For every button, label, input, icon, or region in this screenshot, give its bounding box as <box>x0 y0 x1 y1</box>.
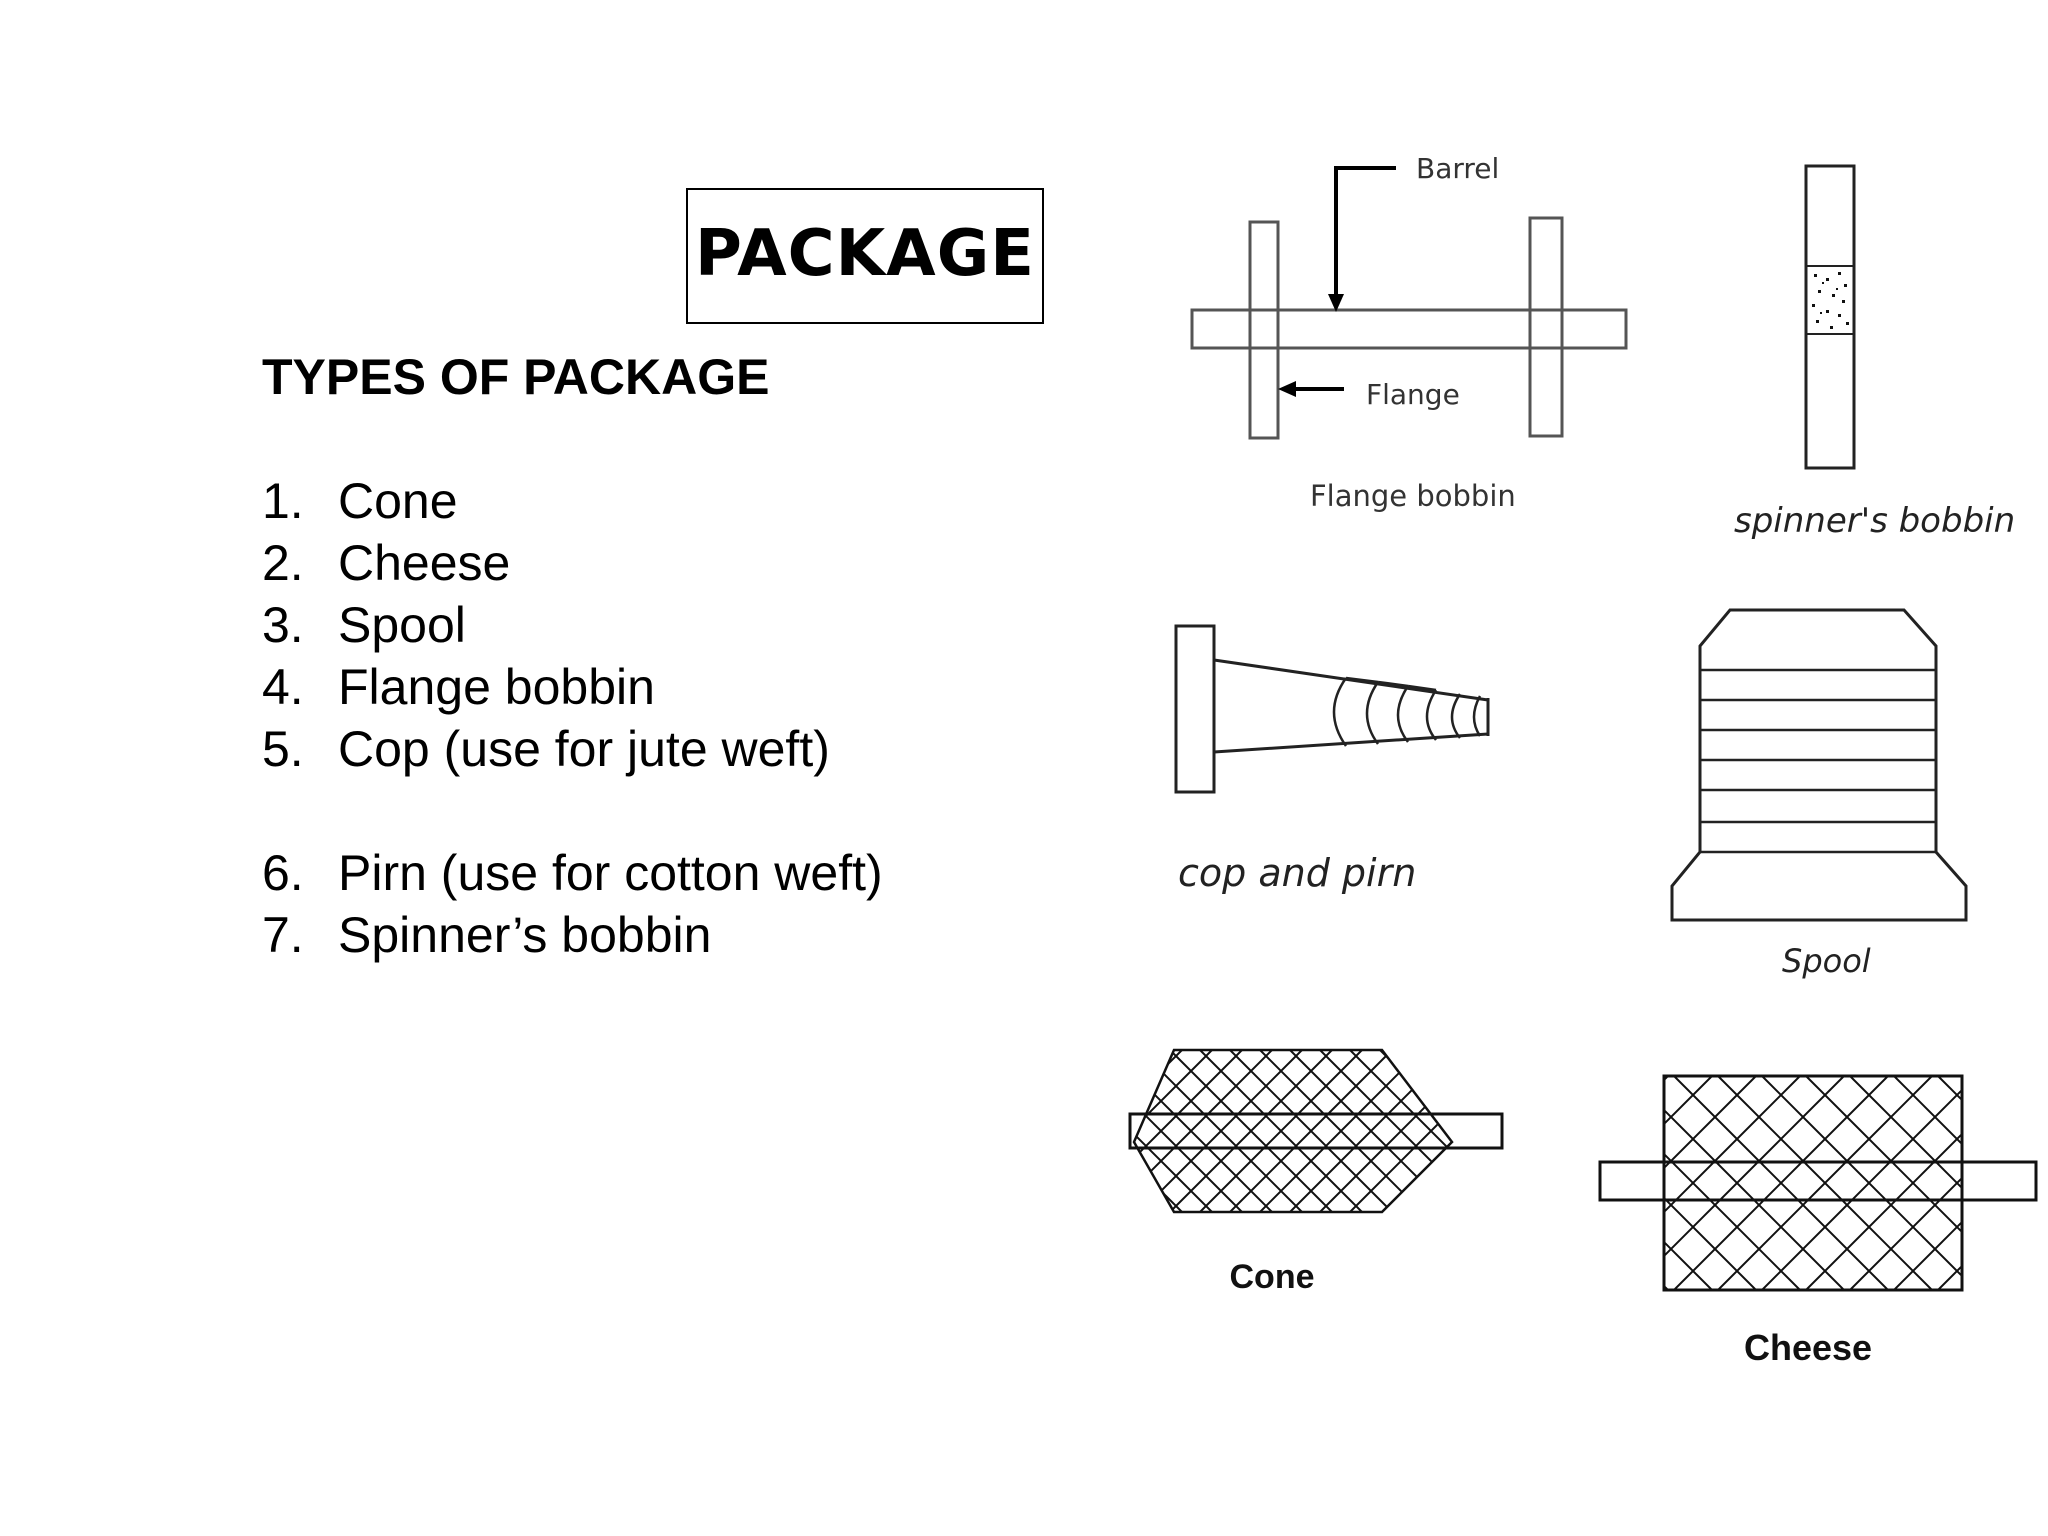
list-number: 3. <box>262 597 304 653</box>
cone-tube <box>1128 1112 1504 1150</box>
spool-yarn-layers <box>1700 668 1936 854</box>
list-number: 5. <box>262 721 304 777</box>
list-number: 7. <box>262 907 304 963</box>
section-heading: TYPES OF PACKAGE <box>262 349 770 405</box>
cop-and-pirn-figure: cop and pirn <box>1174 624 1490 895</box>
yarn-speckles <box>1812 272 1849 329</box>
list-number: 6. <box>262 845 304 901</box>
cheese-caption: Cheese <box>1744 1327 1872 1368</box>
barrel-shape <box>1190 308 1628 350</box>
left-flange-shape <box>1248 220 1280 440</box>
list-item: 5. Cop (use for jute weft) <box>262 718 883 780</box>
cop-top-edge <box>1213 658 1489 702</box>
list-item: 3. Spool <box>262 594 883 656</box>
cop-base-shape <box>1174 624 1216 794</box>
flange-label: Flange <box>1366 378 1460 411</box>
spool-caption: Spool <box>1782 942 1871 980</box>
flange-bobbin-caption: Flange bobbin <box>1310 479 1516 513</box>
list-item: 1. Cone <box>262 470 883 532</box>
spinners-bobbin-figure: spinner's bobbin <box>1734 164 2015 541</box>
barrel-arrowhead-icon <box>1328 294 1344 312</box>
list-number: 2. <box>262 535 304 591</box>
list-label: Spool <box>338 597 466 653</box>
page-title: PACKAGE <box>695 217 1035 291</box>
list-number: 1. <box>262 473 304 529</box>
list-number: 4. <box>262 659 304 715</box>
list-label: Cop (use for jute weft) <box>338 721 830 777</box>
right-flange-shape <box>1528 216 1564 438</box>
cheese-tube <box>1598 1160 2038 1202</box>
spool-outline <box>1670 608 1968 922</box>
list-item: 7. Spinner’s bobbin <box>262 904 883 966</box>
barrel-label: Barrel <box>1416 152 1499 185</box>
barrel-pointer-line <box>1334 166 1396 300</box>
list-item: 6. Pirn (use for cotton weft) <box>262 842 883 904</box>
cop-bottom-edge <box>1213 732 1489 754</box>
cheese-outline <box>1662 1074 1964 1292</box>
spool-figure: Spool <box>1670 608 1968 980</box>
list-label: Cheese <box>338 535 511 591</box>
list-label: Cone <box>338 473 458 529</box>
flange-bobbin-figure: Barrel Flange Flange bobbin <box>1190 152 1628 513</box>
cop-yarn-windings <box>1332 676 1482 747</box>
package-types-list: 1. Cone 2. Cheese 3. Spool 4. Flange bob… <box>262 470 883 966</box>
list-label: Pirn (use for cotton weft) <box>338 845 883 901</box>
flange-arrowhead-icon <box>1278 381 1296 397</box>
list-item: 2. Cheese <box>262 532 883 594</box>
cone-figure: Cone <box>1128 1048 1504 1296</box>
cop-and-pirn-caption: cop and pirn <box>1178 851 1416 895</box>
title-box: PACKAGE <box>686 188 1044 324</box>
cone-caption: Cone <box>1230 1258 1315 1296</box>
cheese-figure: Cheese <box>1598 1074 2038 1368</box>
spinners-bobbin-tube <box>1804 164 1856 470</box>
list-item: 4. Flange bobbin <box>262 656 883 718</box>
list-label: Flange bobbin <box>338 659 655 715</box>
cheese-crosshatch <box>1664 1076 1962 1290</box>
cone-crosshatch <box>1134 1050 1452 1212</box>
cone-outline <box>1132 1048 1454 1214</box>
list-label: Spinner’s bobbin <box>338 907 712 963</box>
spinners-bobbin-caption: spinner's bobbin <box>1734 501 2015 541</box>
